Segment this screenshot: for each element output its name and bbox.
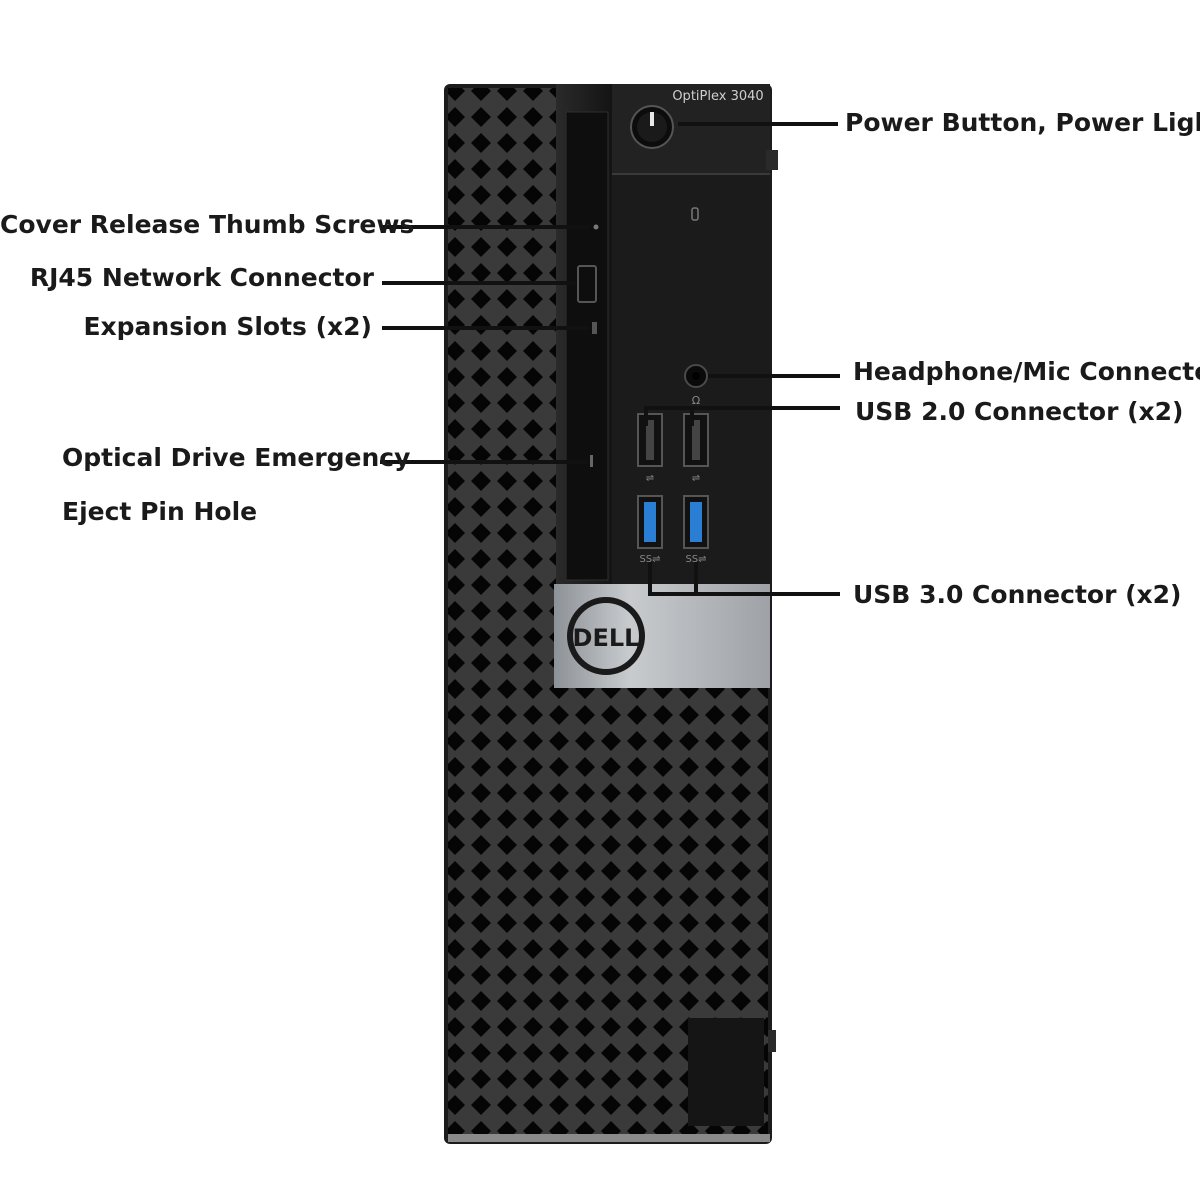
callout-rj45: RJ45 Network Connector — [29, 263, 374, 292]
usb2-port-left[interactable] — [637, 413, 663, 467]
expansion-slot-marker — [592, 322, 597, 334]
usb3-ss-icon: SS⇌ — [639, 554, 660, 565]
callout-optical-line1: Optical Drive Emergency — [62, 443, 411, 472]
usb-icon: ⇌ — [692, 473, 700, 484]
drive-activity-icon — [691, 207, 699, 221]
usb-icon: ⇌ — [646, 473, 654, 484]
callout-usb3: USB 3.0 Connector (x2) — [853, 580, 1182, 609]
model-badge: OptiPlex 3040 — [672, 89, 763, 104]
dell-logo — [567, 597, 645, 675]
callout-power: Power Button, Power Light — [845, 108, 1200, 137]
usb3-ss-icon: SS⇌ — [685, 554, 706, 565]
cover-release-screw-dot — [593, 224, 599, 230]
leader-usb2 — [644, 406, 840, 426]
callout-cover-release: Cover Release Thumb Screws — [0, 210, 415, 239]
headphone-icon: Ω — [692, 394, 700, 407]
callout-usb2: USB 2.0 Connector (x2) — [855, 397, 1184, 426]
usb3-port-left[interactable] — [637, 495, 663, 549]
leader-lines — [380, 122, 840, 596]
rj45-slot-marker — [577, 265, 597, 303]
eject-pin-hole — [590, 455, 593, 467]
usb3-port-right[interactable] — [683, 495, 709, 549]
leader-usb3 — [648, 562, 840, 596]
bottom-corner-panel — [688, 1018, 764, 1126]
callout-expansion: Expansion Slots (x2) — [83, 312, 372, 341]
usb2-port-right[interactable] — [683, 413, 709, 467]
callout-optical-line2: Eject Pin Hole — [62, 497, 258, 526]
power-icon — [650, 112, 654, 126]
callout-headphone: Headphone/Mic Connector — [853, 357, 1200, 386]
dell-logo-text: DELL — [573, 624, 640, 652]
